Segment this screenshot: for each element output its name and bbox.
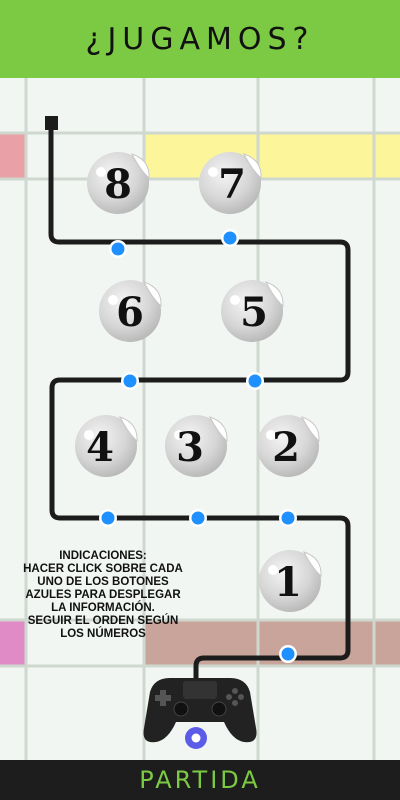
info-node-7[interactable] xyxy=(221,229,239,247)
step-number-7: 7 xyxy=(218,161,246,208)
info-node-3[interactable] xyxy=(189,509,207,527)
footer-bar[interactable]: PARTIDA xyxy=(0,760,400,800)
step-coin-8: 8 xyxy=(87,152,150,214)
info-node-4[interactable] xyxy=(99,509,117,527)
info-node-8[interactable] xyxy=(109,240,127,258)
step-coin-6: 6 xyxy=(99,280,162,342)
step-coin-2: 2 xyxy=(257,415,320,477)
band-pink xyxy=(0,133,26,179)
step-coin-4: 4 xyxy=(75,415,138,477)
gamepad-icon xyxy=(143,678,257,743)
step-coin-3: 3 xyxy=(165,415,228,477)
step-number-2: 2 xyxy=(272,424,300,471)
step-coin-7: 7 xyxy=(199,152,262,214)
info-node-1[interactable] xyxy=(279,645,297,663)
page-title: ¿JUGAMOS? xyxy=(85,21,315,57)
step-number-6: 6 xyxy=(116,289,144,336)
band-magenta xyxy=(0,620,26,666)
step-coin-1: 1 xyxy=(259,550,322,612)
info-node-2[interactable] xyxy=(279,509,297,527)
info-node-5[interactable] xyxy=(246,372,264,390)
ring-button-icon[interactable] xyxy=(185,727,207,749)
partida-label: PARTIDA xyxy=(139,766,261,794)
cable-plug xyxy=(45,116,58,130)
instructions-text: INDICACIONES: HACER CLICK SOBRE CADA UNO… xyxy=(23,550,183,640)
step-coin-5: 5 xyxy=(221,280,284,342)
info-node-6[interactable] xyxy=(121,372,139,390)
step-number-8: 8 xyxy=(104,161,132,208)
grid-lines xyxy=(0,78,400,760)
header-bar: ¿JUGAMOS? xyxy=(0,0,400,78)
step-number-1: 1 xyxy=(274,559,302,606)
step-number-3: 3 xyxy=(176,424,204,471)
controller-cable xyxy=(48,125,351,690)
game-board: 8 7 6 5 4 3 2 1 xyxy=(0,78,400,760)
band-yellow xyxy=(144,133,400,179)
step-number-4: 4 xyxy=(86,424,114,471)
step-number-5: 5 xyxy=(240,289,268,336)
